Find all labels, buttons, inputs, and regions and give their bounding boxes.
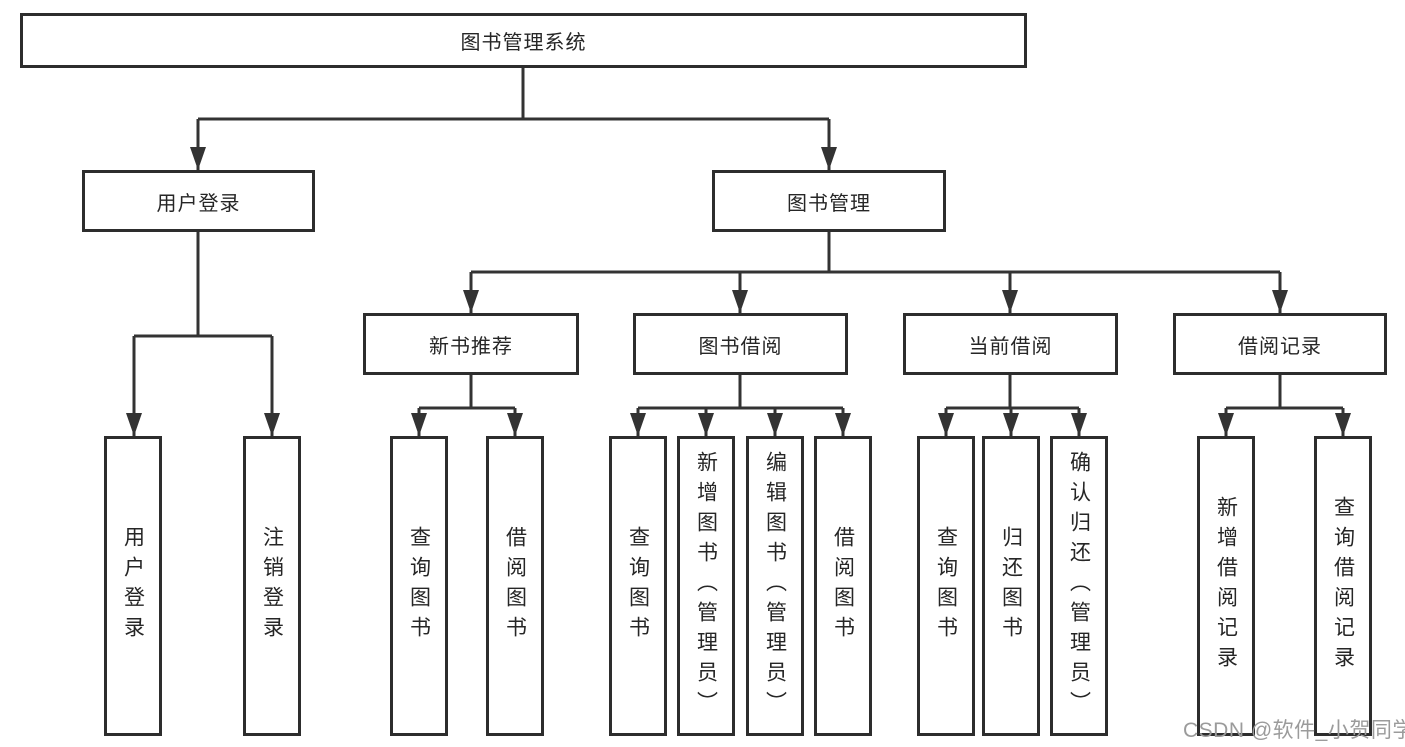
leaf-borrow-books-borrowing: 借阅图书 [814, 436, 872, 736]
leaf-confirm-return-admin-label: 确认归还（管理员） [1067, 451, 1091, 721]
leaf-confirm-return-admin: 确认归还（管理员） [1050, 436, 1108, 736]
leaf-query-books-borrowing: 查询图书 [609, 436, 667, 736]
leaf-return-book-label: 归还图书 [999, 526, 1023, 646]
leaf-user-login: 用户登录 [104, 436, 162, 736]
leaf-return-book: 归还图书 [982, 436, 1040, 736]
node-borrowing-records-label: 借阅记录 [1238, 335, 1322, 358]
node-current-borrowing-label: 当前借阅 [968, 335, 1053, 358]
leaf-query-borrow-record: 查询借阅记录 [1314, 436, 1372, 736]
node-borrowing-records: 借阅记录 [1173, 313, 1387, 375]
leaf-add-book-admin: 新增图书（管理员） [677, 436, 735, 736]
node-book-management-label: 图书管理 [787, 192, 871, 215]
leaf-edit-book-admin-label: 编辑图书（管理员） [763, 451, 787, 721]
leaf-add-borrow-record-label: 新增借阅记录 [1214, 496, 1238, 676]
leaf-query-books-current: 查询图书 [917, 436, 975, 736]
leaf-logout-label: 注销登录 [260, 526, 284, 646]
leaf-borrow-books-recommend: 借阅图书 [486, 436, 544, 736]
leaf-add-borrow-record: 新增借阅记录 [1197, 436, 1255, 736]
node-user-login-label: 用户登录 [156, 192, 241, 215]
node-book-borrowing: 图书借阅 [633, 313, 848, 375]
node-library-management-system: 图书管理系统 [20, 13, 1027, 68]
leaf-query-borrow-record-label: 查询借阅记录 [1331, 496, 1355, 676]
watermark-text: CSDN @软件_小贺同学 [1183, 719, 1405, 742]
node-library-management-system-label: 图书管理系统 [460, 32, 587, 54]
leaf-query-books-borrowing-label: 查询图书 [626, 526, 650, 646]
node-book-management: 图书管理 [712, 170, 946, 232]
leaf-user-login-label: 用户登录 [121, 526, 145, 646]
node-user-login: 用户登录 [82, 170, 315, 232]
leaf-query-books-recommend: 查询图书 [390, 436, 448, 736]
leaf-edit-book-admin: 编辑图书（管理员） [746, 436, 804, 736]
leaf-borrow-books-recommend-label: 借阅图书 [503, 526, 527, 646]
leaf-query-books-current-label: 查询图书 [934, 526, 958, 646]
node-new-book-recommendation: 新书推荐 [363, 313, 579, 375]
node-current-borrowing: 当前借阅 [903, 313, 1118, 375]
leaf-add-book-admin-label: 新增图书（管理员） [694, 451, 718, 721]
node-new-book-recommendation-label: 新书推荐 [429, 335, 513, 358]
leaf-logout: 注销登录 [243, 436, 301, 736]
leaf-query-books-recommend-label: 查询图书 [407, 526, 431, 646]
leaf-borrow-books-borrowing-label: 借阅图书 [831, 526, 855, 646]
node-book-borrowing-label: 图书借阅 [698, 335, 783, 358]
